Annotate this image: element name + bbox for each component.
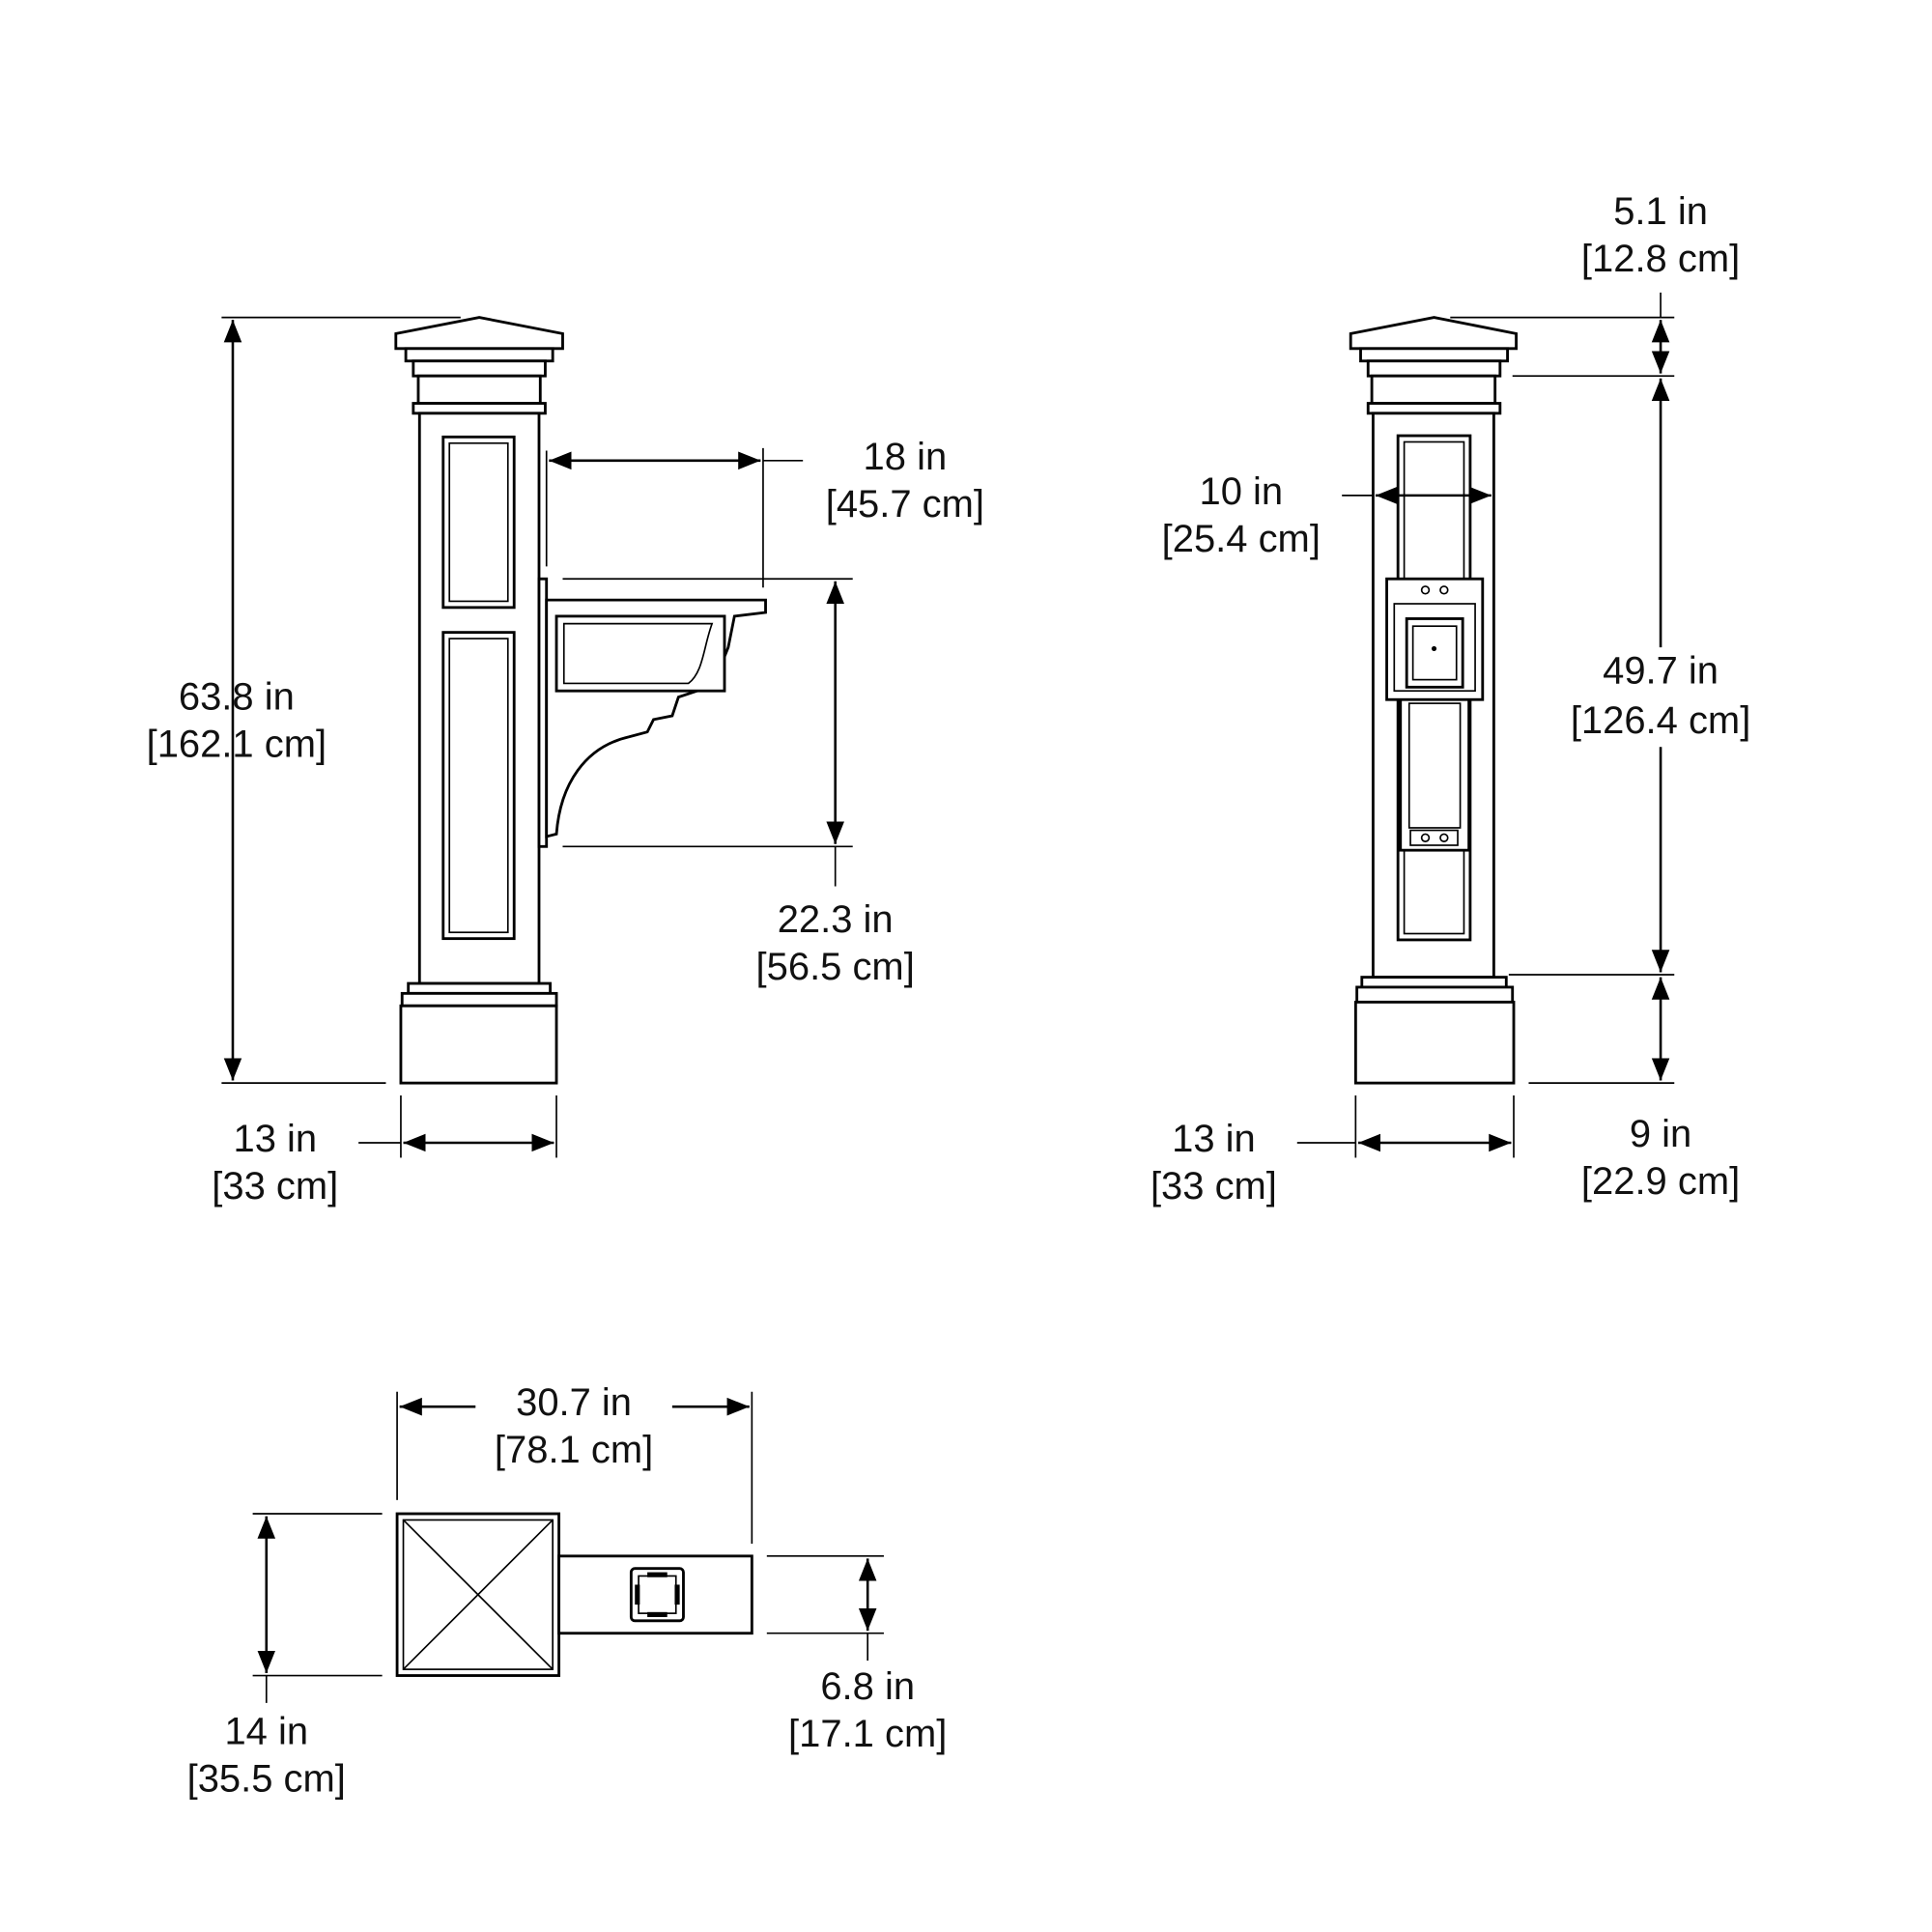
side-base-height-in: 9 in bbox=[1630, 1113, 1691, 1155]
side-cap-dimension: 5.1 in [12.8 cm] bbox=[1450, 190, 1740, 378]
front-base-in: 13 in bbox=[233, 1118, 317, 1160]
front-view-mailbox-bracket bbox=[537, 577, 767, 848]
side-width-in: 10 in bbox=[1199, 470, 1283, 513]
side-shaft-dimension: 49.7 in [126.4 cm] bbox=[1508, 378, 1750, 976]
side-view-mailbox bbox=[1385, 577, 1485, 852]
top-length-cm: [78.1 cm] bbox=[495, 1429, 653, 1471]
top-length-dimension: 30.7 in [78.1 cm] bbox=[396, 1381, 753, 1544]
front-bracket-dimension: 22.3 in [56.5 cm] bbox=[562, 578, 915, 988]
front-bracket-cm: [56.5 cm] bbox=[756, 946, 915, 988]
top-view-post bbox=[395, 1512, 753, 1677]
front-arm-in: 18 in bbox=[864, 436, 948, 478]
front-arm-dimension: 18 in [45.7 cm] bbox=[545, 436, 984, 588]
side-base-height-cm: [22.9 cm] bbox=[1581, 1160, 1740, 1203]
top-depth-cm: [35.5 cm] bbox=[187, 1757, 346, 1800]
side-cap-cm: [12.8 cm] bbox=[1581, 238, 1740, 280]
front-bracket-in: 22.3 in bbox=[778, 898, 894, 941]
front-view-post bbox=[394, 316, 564, 1085]
front-height-in: 63.8 in bbox=[179, 676, 295, 719]
side-shaft-in: 49.7 in bbox=[1603, 649, 1719, 692]
top-depth-in: 14 in bbox=[224, 1710, 308, 1752]
side-base-width-in: 13 in bbox=[1172, 1118, 1256, 1160]
top-arm-in: 6.8 in bbox=[820, 1665, 915, 1708]
side-shaft-cm: [126.4 cm] bbox=[1571, 699, 1750, 742]
side-cap-in: 5.1 in bbox=[1613, 190, 1708, 233]
side-base-height-dimension: 9 in [22.9 cm] bbox=[1528, 977, 1740, 1203]
top-length-in: 30.7 in bbox=[516, 1381, 632, 1424]
front-base-dimension: 13 in [33 cm] bbox=[212, 1095, 557, 1208]
front-base-cm: [33 cm] bbox=[212, 1165, 338, 1208]
side-base-width-cm: [33 cm] bbox=[1151, 1165, 1277, 1208]
front-arm-cm: [45.7 cm] bbox=[826, 483, 984, 526]
top-arm-cm: [17.1 cm] bbox=[788, 1713, 947, 1755]
top-depth-dimension: 14 in [35.5 cm] bbox=[187, 1513, 383, 1800]
front-height-cm: [162.1 cm] bbox=[147, 724, 327, 766]
side-width-cm: [25.4 cm] bbox=[1162, 518, 1321, 560]
side-width-dimension: 10 in [25.4 cm] bbox=[1162, 470, 1492, 560]
top-arm-dimension: 6.8 in [17.1 cm] bbox=[766, 1554, 947, 1755]
side-base-width-dimension: 13 in [33 cm] bbox=[1151, 1095, 1515, 1208]
front-height-dimension: 63.8 in [162.1 cm] bbox=[147, 316, 461, 1084]
